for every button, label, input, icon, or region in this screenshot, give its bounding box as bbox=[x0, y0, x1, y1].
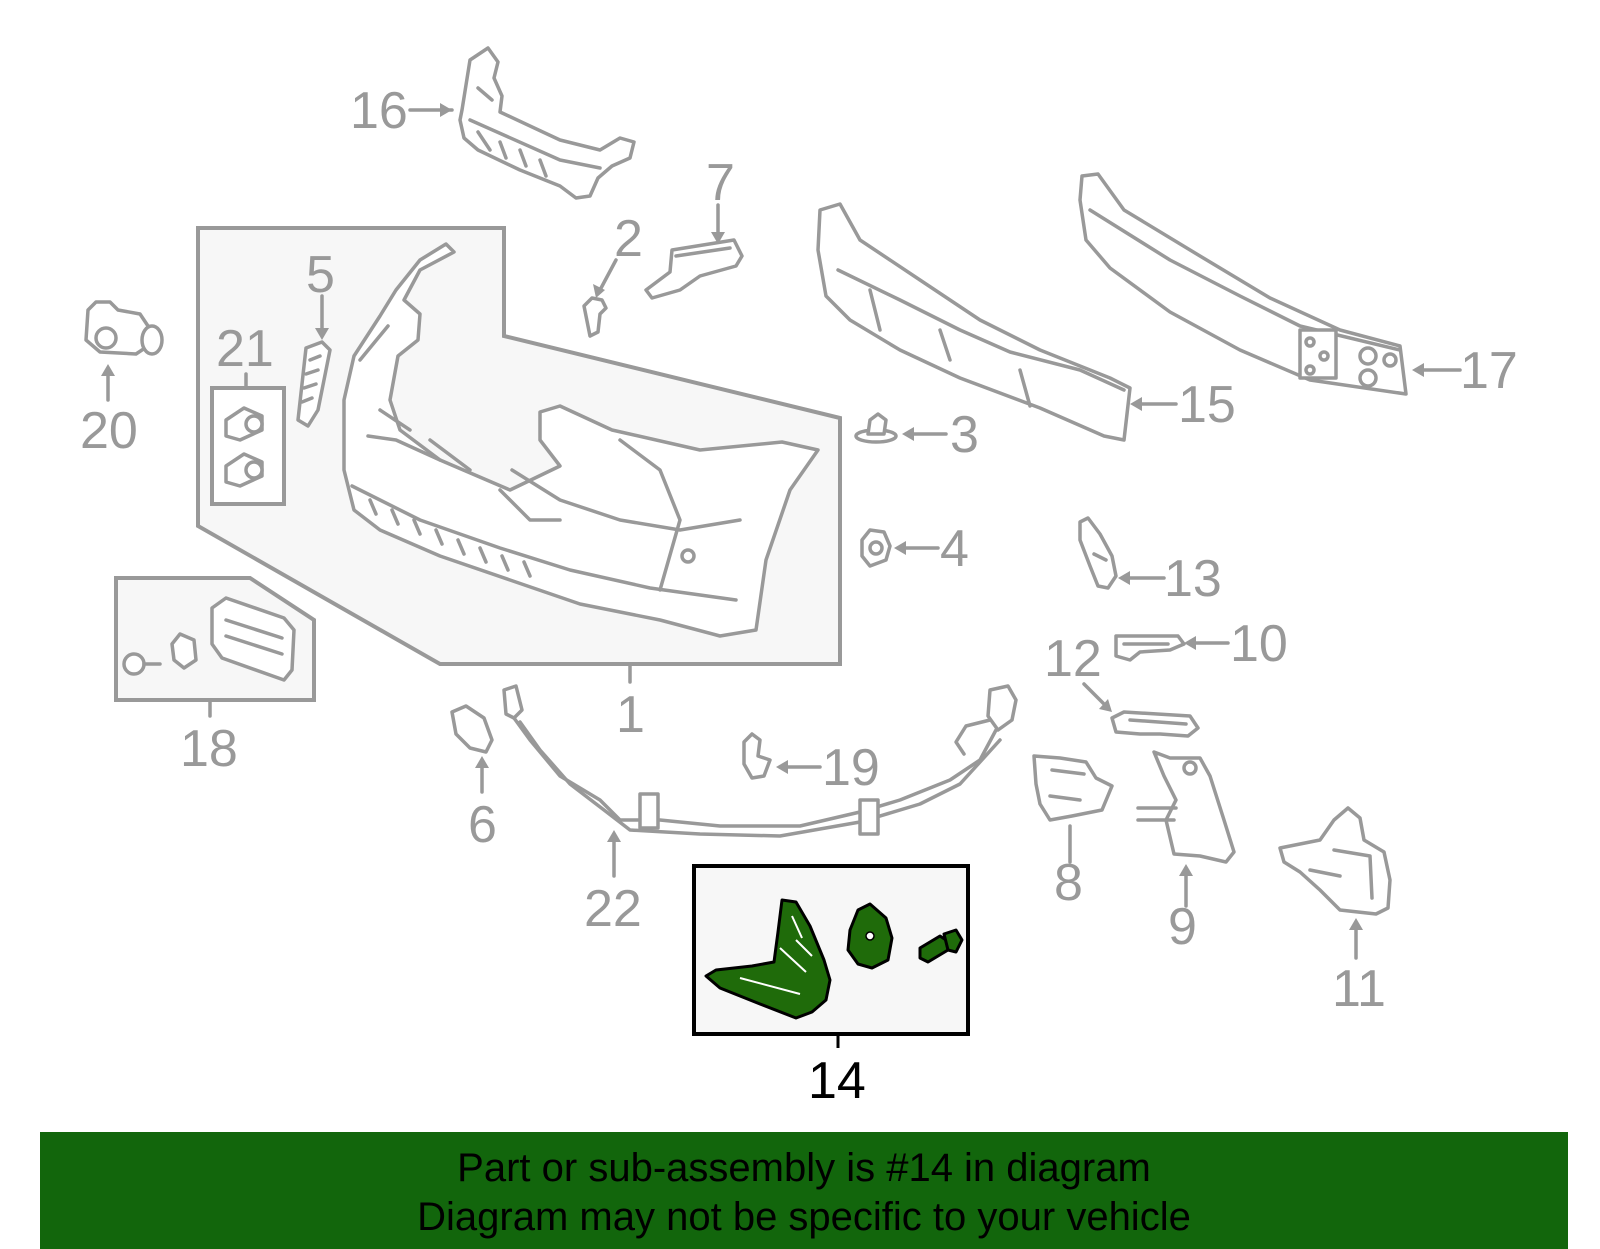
arrow-12 bbox=[1099, 699, 1112, 712]
label-3[interactable]: 3 bbox=[950, 406, 979, 464]
leader-2 bbox=[598, 258, 618, 292]
label-4[interactable]: 4 bbox=[940, 520, 969, 578]
arrow-3 bbox=[902, 427, 914, 441]
label-2[interactable]: 2 bbox=[614, 210, 643, 268]
part-10-bracket[interactable] bbox=[1114, 634, 1186, 662]
info-banner: Part or sub-assembly is #14 in diagram D… bbox=[40, 1132, 1568, 1249]
part-21-box bbox=[210, 386, 286, 506]
label-19[interactable]: 19 bbox=[822, 739, 880, 797]
part-15-absorber[interactable] bbox=[816, 202, 1132, 442]
label-14[interactable]: 14 bbox=[808, 1052, 866, 1110]
arrow-22 bbox=[607, 830, 621, 842]
part-4-nut[interactable] bbox=[860, 528, 892, 568]
part-16-retainer[interactable] bbox=[458, 46, 636, 200]
label-7[interactable]: 7 bbox=[706, 154, 735, 212]
arrow-7 bbox=[711, 232, 725, 244]
label-22[interactable]: 22 bbox=[584, 880, 642, 938]
arrow-10 bbox=[1184, 636, 1196, 650]
label-13[interactable]: 13 bbox=[1164, 550, 1222, 608]
arrow-2 bbox=[593, 284, 605, 298]
label-11[interactable]: 11 bbox=[1332, 960, 1386, 1018]
part-7-bracket[interactable] bbox=[644, 238, 744, 300]
part-6-cap[interactable] bbox=[450, 704, 494, 754]
label-18[interactable]: 18 bbox=[180, 720, 238, 778]
label-16[interactable]: 16 bbox=[350, 82, 408, 140]
arrow-11 bbox=[1349, 918, 1363, 930]
banner-line-1: Part or sub-assembly is #14 in diagram bbox=[457, 1146, 1151, 1190]
label-8[interactable]: 8 bbox=[1054, 854, 1083, 912]
label-17[interactable]: 17 bbox=[1460, 342, 1518, 400]
part-8-bracket[interactable] bbox=[1032, 754, 1114, 822]
part-18-license-bracket[interactable] bbox=[122, 596, 296, 682]
part-14-fog-lamp-assembly[interactable] bbox=[704, 898, 964, 1020]
part-1-bumper-cover[interactable] bbox=[342, 242, 820, 638]
arrow-19 bbox=[776, 760, 788, 774]
label-12[interactable]: 12 bbox=[1044, 630, 1102, 688]
part-20-sensor[interactable] bbox=[84, 300, 164, 356]
part-17-reinforcement[interactable] bbox=[1078, 172, 1408, 396]
part-19-sensor-clip[interactable] bbox=[742, 732, 772, 780]
label-10[interactable]: 10 bbox=[1230, 615, 1288, 673]
arrow-20 bbox=[101, 364, 115, 376]
part-22-wire-harness[interactable] bbox=[502, 684, 1018, 838]
part-13-bracket[interactable] bbox=[1078, 516, 1118, 590]
arrow-17 bbox=[1412, 363, 1424, 377]
part-12-bracket[interactable] bbox=[1110, 710, 1200, 738]
arrow-6 bbox=[475, 756, 489, 768]
part-3-clip[interactable] bbox=[854, 412, 898, 444]
label-1[interactable]: 1 bbox=[616, 686, 645, 744]
label-9[interactable]: 9 bbox=[1168, 898, 1197, 956]
arrow-5 bbox=[315, 328, 329, 340]
part-2-clip[interactable] bbox=[582, 296, 608, 338]
label-15[interactable]: 15 bbox=[1178, 376, 1236, 434]
label-6[interactable]: 6 bbox=[468, 796, 497, 854]
part-9-bracket[interactable] bbox=[1136, 750, 1236, 864]
label-5[interactable]: 5 bbox=[306, 246, 335, 304]
part-5-seal[interactable] bbox=[296, 340, 332, 428]
arrow-9 bbox=[1179, 864, 1193, 876]
arrow-16 bbox=[440, 103, 452, 117]
arrow-4 bbox=[894, 541, 906, 555]
arrow-15 bbox=[1130, 397, 1142, 411]
banner-line-2: Diagram may not be specific to your vehi… bbox=[417, 1195, 1191, 1239]
arrow-13 bbox=[1118, 571, 1130, 585]
part-11-bracket[interactable] bbox=[1278, 806, 1392, 916]
label-20[interactable]: 20 bbox=[80, 402, 138, 460]
label-21[interactable]: 21 bbox=[216, 320, 274, 378]
part-21-sensor-bracket[interactable] bbox=[224, 406, 264, 488]
